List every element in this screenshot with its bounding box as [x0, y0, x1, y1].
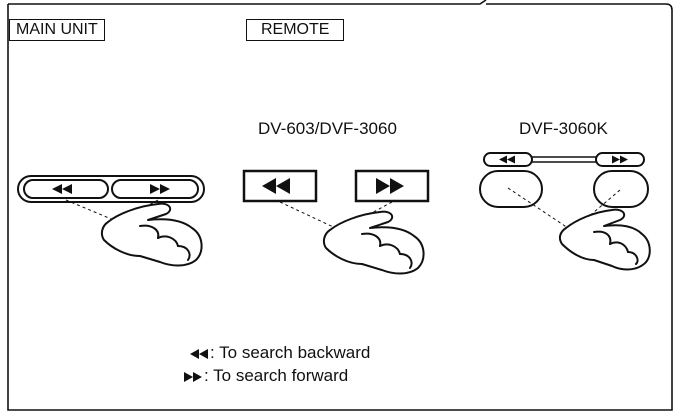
legend-backward: : To search backward: [210, 343, 370, 363]
remote-standard-rewind-button: [242, 169, 318, 203]
legend-fast-forward-icon: [184, 372, 202, 382]
main-unit-hand-icon: [100, 202, 203, 267]
remote-k-hand-icon: [558, 208, 651, 271]
remote-standard-hand-icon: [322, 210, 425, 275]
legend-backward-text: : To search backward: [210, 343, 371, 362]
remote-k-fast-forward-icon: [612, 155, 628, 164]
model-label-k: DVF-3060K: [519, 119, 608, 138]
model-label-standard: DV-603/DVF-3060: [258, 119, 397, 138]
main-unit-fast-forward-icon: [150, 184, 170, 194]
legend-forward: : To search forward: [204, 366, 348, 386]
remote-standard-fast-forward-button: [354, 169, 430, 203]
remote-k-large-button-left: [479, 170, 543, 208]
legend-forward-text: : To search forward: [204, 366, 349, 385]
remote-label: REMOTE: [246, 19, 345, 41]
legend-rewind-icon: [190, 349, 208, 359]
main-unit-label: MAIN UNIT: [9, 19, 105, 41]
main-unit-rewind-icon: [52, 184, 72, 194]
remote-k-rewind-icon: [499, 155, 515, 164]
main-unit-button-strip: [17, 175, 205, 203]
remote-k-large-button-right: [593, 170, 649, 208]
